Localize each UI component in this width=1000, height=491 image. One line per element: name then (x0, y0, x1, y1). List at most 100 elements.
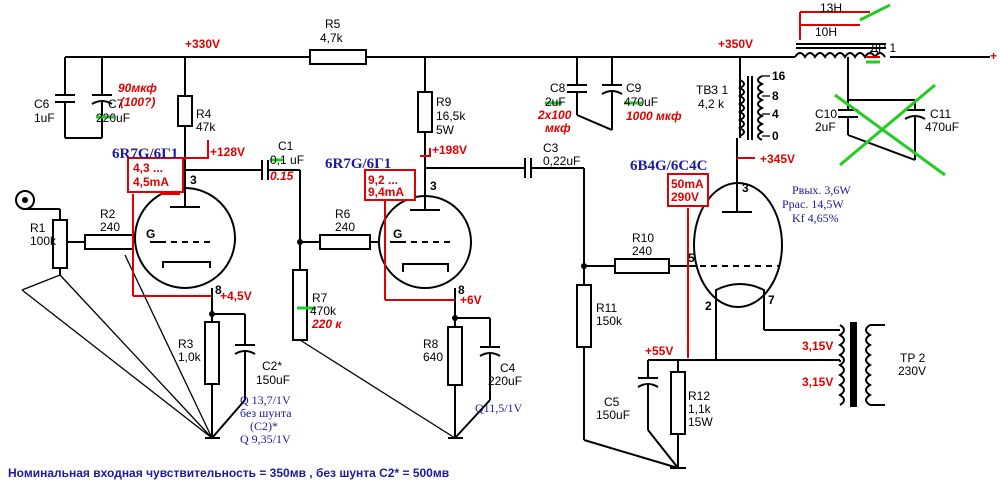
c1-value: 0,1 uF (270, 153, 304, 167)
c7-new-value: 90мкф (118, 81, 157, 95)
r4-value: 47k (196, 120, 216, 134)
r10-value: 240 (632, 244, 652, 258)
v3-type: 6B4G/6C4C (630, 158, 708, 174)
v3-pin-f1: 2 (705, 299, 712, 313)
c9-new-value: 1000 мкф (626, 109, 682, 123)
r4-name: R4 (196, 107, 212, 121)
r4-body (177, 95, 193, 127)
q1-note-line4: Q 9,35/1V (240, 432, 291, 446)
heater-voltage-2: 3,15V (802, 375, 833, 389)
c7-new-note: (100?) (120, 95, 155, 109)
v3-spec-pout: Pвых. 3,6W (792, 183, 851, 197)
edge-plus: + (990, 49, 997, 63)
q1-note-line3: (C2)* (250, 419, 278, 433)
strike-marks (96, 3, 946, 310)
c3-value: 0,22uF (543, 154, 580, 168)
r7-body (292, 269, 308, 341)
v1-type: 6R7G/6Г1 (112, 146, 178, 162)
r2-value: 240 (100, 220, 120, 234)
r10-name: R10 (632, 231, 654, 245)
c8-new-value: 2x100 (537, 108, 572, 122)
c7-value: 220uF (96, 111, 130, 125)
v3-pin-anode: 3 (742, 181, 749, 195)
voltage-198: +198V (432, 143, 467, 157)
r1-name: R1 (30, 221, 46, 235)
c1-name: C1 (278, 139, 294, 153)
c8-capacitor (567, 84, 587, 115)
v2-current-box (364, 169, 416, 201)
v3-box-line1: 50mA (671, 177, 704, 191)
v2-type: 6R7G/6Г1 (325, 156, 391, 172)
c5-name: C5 (604, 395, 620, 409)
r11-body (576, 284, 592, 348)
tr2-transformer (838, 322, 885, 407)
c8-value: 2uF (545, 95, 566, 109)
v2-box-line1: 9,2 ... (368, 173, 398, 187)
c6-capacitor (55, 94, 75, 138)
voltage-345: +345V (760, 152, 795, 166)
r5-value: 4,7k (320, 31, 344, 45)
tvz-value: 4,2 k (698, 97, 725, 111)
r11-name: R11 (596, 301, 617, 315)
c8-name: C8 (550, 81, 566, 95)
c2-name: C2* (262, 359, 282, 373)
r6-value: 240 (335, 220, 355, 234)
c4-name: C4 (500, 361, 516, 375)
v1-pin-cathode: 8 (215, 283, 222, 297)
r1-value: 100k (30, 234, 57, 248)
voltage-55: +55V (645, 344, 673, 358)
v1-pin-grid: G (146, 227, 155, 241)
r7-new-value: 220 к (311, 317, 342, 331)
r8-name: R8 (423, 337, 439, 351)
r7-value: 470k (310, 304, 337, 318)
v3-pin-grid: 5 (688, 251, 695, 265)
c5-capacitor (637, 377, 679, 469)
dr1-choke (794, 43, 886, 59)
voltage-350: +350V (718, 37, 753, 51)
voltage-330: +330V (185, 37, 220, 51)
r5-name: R5 (325, 17, 341, 31)
q1-note-line2: без шунта (240, 406, 292, 420)
tvz-tap-8: 8 (772, 89, 779, 103)
dr1-value: 10Н (815, 25, 837, 39)
tvz-tap-0: 0 (772, 129, 779, 143)
tr2-value: 230V (898, 364, 926, 378)
r9-value: 16,5k (436, 109, 466, 123)
tube-v2 (378, 195, 472, 289)
c3-name: C3 (543, 141, 559, 155)
r12-power: 15W (688, 415, 713, 429)
v1-box-line2: 4,5mA (133, 175, 169, 189)
c6-name: C6 (34, 97, 50, 111)
c9-name: C9 (626, 81, 642, 95)
v2-pin-anode: 3 (430, 179, 437, 193)
c8-new-unit: мкф (545, 121, 571, 135)
r3-value: 1,0k (178, 350, 202, 364)
c2-capacitor (211, 344, 256, 439)
v2-pin-cathode: 8 (458, 283, 465, 297)
v2-pin-grid: G (393, 227, 402, 241)
r8-value: 640 (423, 350, 443, 364)
v2-box-line2: 9,4mA (368, 185, 404, 199)
dr1-new-value: 13Н (820, 1, 842, 15)
dr1-name: ДР 1 (870, 41, 896, 55)
c4-capacitor (454, 346, 501, 439)
v1-box-line1: 4,3 ... (133, 161, 163, 175)
bottom-note: Номинальная входная чувствительность = 3… (8, 466, 449, 480)
r12-value: 1,1k (688, 402, 712, 416)
c10-name: C10 (815, 107, 837, 121)
v3-box-line2: 290V (671, 190, 699, 204)
correction-lines (132, 11, 880, 358)
v1-current-box (127, 157, 184, 193)
c10-value: 2uF (815, 120, 836, 134)
r9-name: R9 (436, 95, 452, 109)
r9-power: 5W (436, 123, 455, 137)
tvz-tap-16: 16 (772, 69, 786, 83)
c9-capacitor (576, 84, 623, 131)
b-plus-rail (64, 49, 990, 95)
r11-value: 150k (596, 314, 623, 328)
c3-capacitor (524, 158, 532, 178)
c11-value: 470uF (925, 120, 959, 134)
tr2-name: ТР 2 (900, 351, 926, 365)
r9-body (417, 91, 433, 133)
v3-spec-pdiss: Pрас. 14,5W (782, 197, 844, 211)
